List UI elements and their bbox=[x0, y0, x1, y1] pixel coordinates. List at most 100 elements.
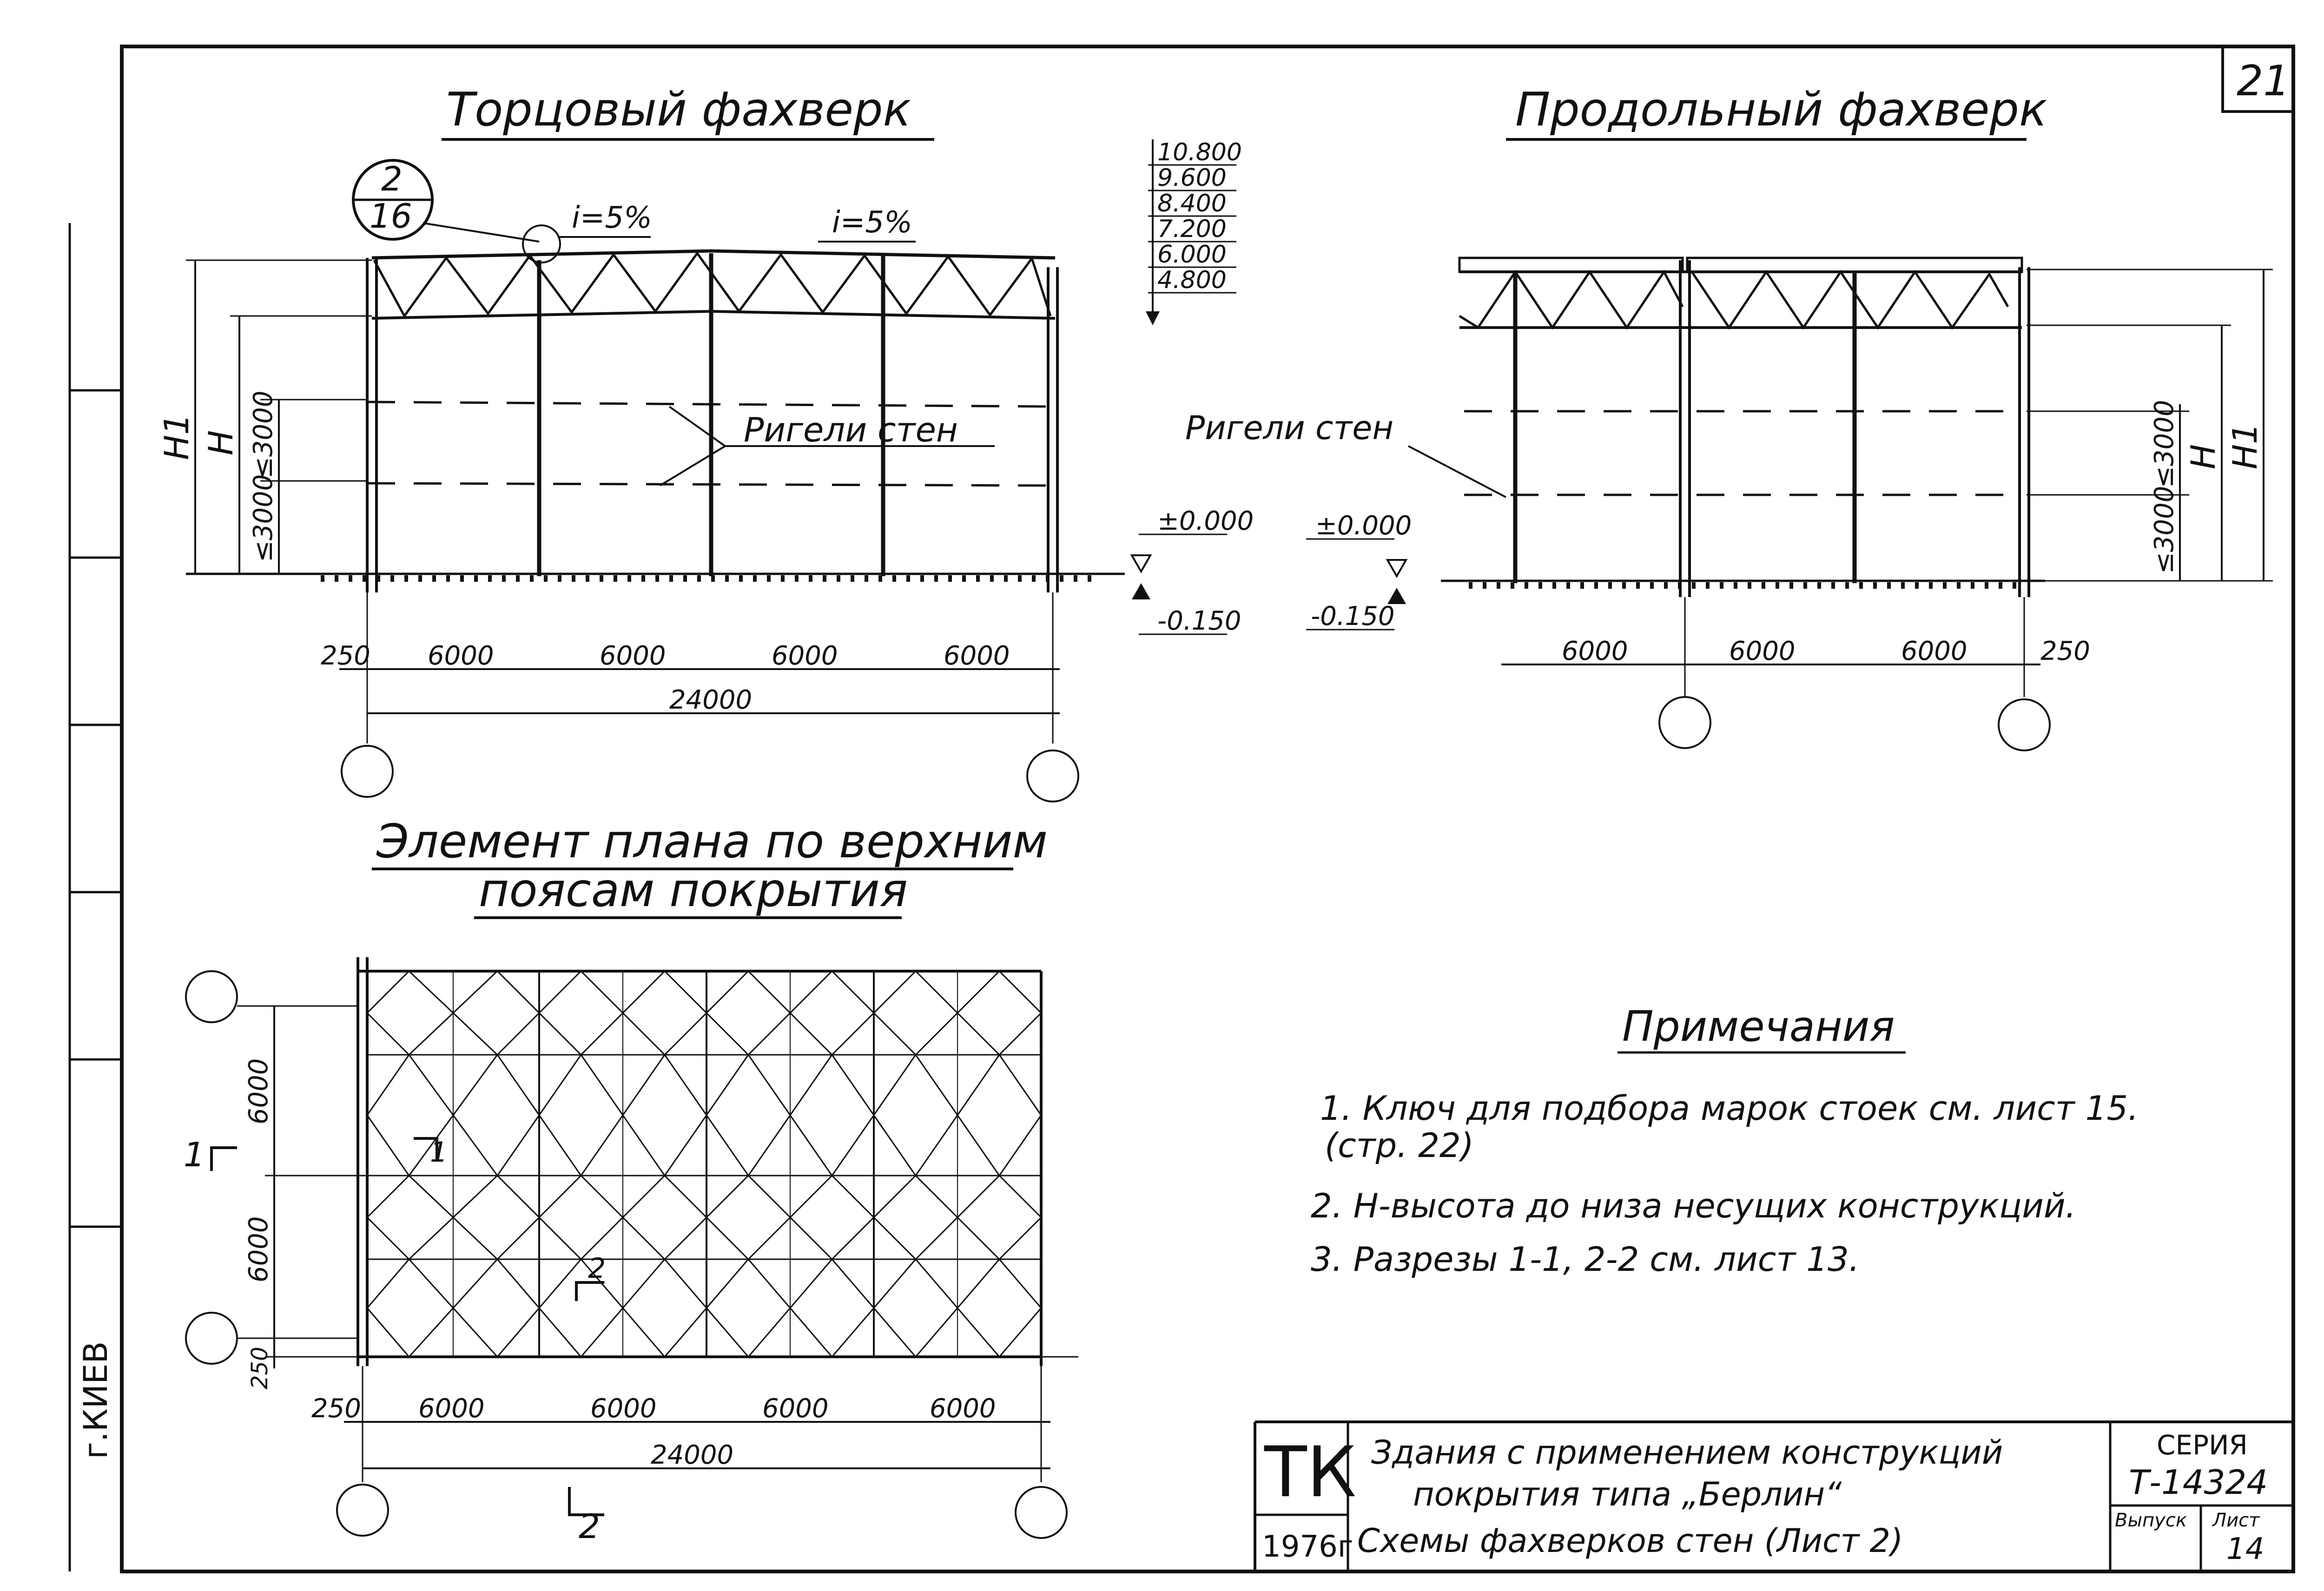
section-2-mark-bottom bbox=[568, 1487, 604, 1516]
plan-axis-bubble-top bbox=[185, 970, 238, 1023]
wall-girder-lower bbox=[367, 482, 1058, 487]
sheet-number: 21 bbox=[2237, 57, 2290, 105]
plan-diag-row3 bbox=[366, 1174, 1042, 1219]
level-item: 4.800 bbox=[1157, 266, 1227, 294]
long-truss-web-1 bbox=[1459, 270, 1684, 330]
plan-dim-span: 6000 bbox=[590, 1394, 657, 1424]
long-dim-h-label: H bbox=[2184, 444, 2223, 469]
title-year: 1976г bbox=[1262, 1530, 1353, 1564]
end-girders-leader-1 bbox=[668, 406, 726, 447]
plan-dim-span: 6000 bbox=[418, 1394, 485, 1424]
long-dim-span: 6000 bbox=[1901, 636, 1967, 666]
long-dim-3000-upper: ≤3000 bbox=[2149, 400, 2179, 488]
notes-title: Примечания bbox=[1622, 1002, 1895, 1051]
end-girders-label: Ригели стен bbox=[744, 410, 958, 449]
end-dim-span: 6000 bbox=[772, 641, 838, 671]
plan-diag-row1b bbox=[366, 1012, 1042, 1056]
long-axis-bubble-right bbox=[1998, 698, 2051, 751]
level-item: 7.200 bbox=[1157, 215, 1227, 243]
truss-bottom-chord bbox=[371, 309, 1056, 320]
level-item: 9.600 bbox=[1157, 164, 1227, 192]
long-level-minus-mark bbox=[1387, 588, 1406, 604]
long-axis-bubble-left bbox=[1658, 696, 1711, 749]
end-level-minus: -0.150 bbox=[1157, 606, 1241, 636]
slope-left: i=5% bbox=[572, 201, 652, 235]
section-1-label-right: 1 bbox=[430, 1136, 448, 1169]
long-dim-span: 6000 bbox=[1562, 636, 1628, 666]
section-1-mark-right bbox=[414, 1137, 438, 1159]
issue-label: Выпуск bbox=[2115, 1510, 2187, 1531]
section-2-label-bottom: 2 bbox=[579, 1507, 600, 1546]
end-axis-bubble-right bbox=[1026, 749, 1079, 802]
end-dim-span: 6000 bbox=[600, 641, 666, 671]
dim-3000-upper: ≤3000 bbox=[248, 391, 278, 479]
plan-diag-row4b bbox=[366, 1307, 1042, 1358]
truss-top-chord bbox=[371, 249, 1056, 260]
long-level-minus: -0.150 bbox=[1311, 601, 1395, 631]
node-leader bbox=[423, 222, 540, 243]
level-list: 10.800 9.600 8.400 7.200 6.000 4.800 bbox=[1146, 138, 1242, 325]
plan-axis-bubble-bottom bbox=[185, 1312, 238, 1365]
section-1-mark-left bbox=[210, 1146, 237, 1171]
sheet-value: 14 bbox=[2226, 1532, 2264, 1566]
title-line-2: покрытия типа „Берлин“ bbox=[1413, 1475, 1842, 1513]
end-dim-span: 6000 bbox=[428, 641, 494, 671]
note-item: (стр. 22) bbox=[1325, 1126, 1474, 1165]
level-item: 6.000 bbox=[1157, 241, 1227, 269]
node-callout-bottom: 16 bbox=[370, 197, 412, 236]
plan-diag-row3b bbox=[366, 1216, 1042, 1261]
plan-diag-row2 bbox=[366, 1053, 1042, 1117]
long-dim-h1-label: H1 bbox=[2225, 423, 2265, 469]
dim-3000-lower: ≤3000 bbox=[248, 474, 278, 562]
series-value: Т-14324 bbox=[2129, 1463, 2268, 1502]
title-line-3: Схемы фахверков стен (Лист 2) bbox=[1357, 1522, 1903, 1560]
plan-title-line2: поясам покрытия bbox=[479, 863, 908, 917]
dim-h1-label: H1 bbox=[157, 414, 196, 460]
plan-dim-total: 24000 bbox=[651, 1440, 733, 1470]
slope-right: i=5% bbox=[832, 205, 912, 240]
wall-girder-upper bbox=[367, 401, 1058, 408]
series-label: СЕРИЯ bbox=[2157, 1429, 2248, 1461]
long-girders-label: Ригели стен bbox=[1185, 409, 1393, 447]
plan-roof-grid bbox=[357, 957, 1043, 1366]
end-dim-total: 24000 bbox=[669, 685, 752, 715]
truss-web bbox=[373, 251, 1052, 318]
long-dim-3000-lower: ≤3000 bbox=[2149, 486, 2179, 574]
note-item: 3. Разрезы 1-1, 2-2 см. лист 13. bbox=[1311, 1240, 1860, 1279]
end-axis-bubble-left bbox=[341, 745, 394, 798]
sheet-label: Лист bbox=[2212, 1510, 2260, 1531]
end-level-zero: ±0.000 bbox=[1157, 506, 1254, 536]
long-dim-offset: 250 bbox=[2040, 636, 2090, 666]
long-framing-title: Продольный фахверк bbox=[1515, 82, 2047, 137]
level-list-arrow bbox=[1146, 311, 1160, 325]
plan-axis-bubble-left bbox=[336, 1484, 389, 1537]
note-item: 1. Ключ для подбора марок стоек см. лист… bbox=[1320, 1089, 2139, 1128]
plan-dim-span: 6000 bbox=[762, 1394, 829, 1424]
plan-dim-offset: 250 bbox=[311, 1394, 361, 1424]
plan-diag-row2b bbox=[366, 1114, 1042, 1177]
plan-diag-row4 bbox=[366, 1258, 1042, 1309]
plan-title-line1: Элемент плана по верхним bbox=[376, 814, 1048, 868]
long-level-zero-mark bbox=[1386, 559, 1408, 579]
long-roof-slab-2 bbox=[1686, 256, 2023, 273]
end-girders-leader-2 bbox=[659, 445, 726, 487]
end-level-minus-mark bbox=[1132, 583, 1150, 599]
title-block: ТК 1976г Здания с применением конструкци… bbox=[1254, 1420, 2293, 1571]
end-dim-offset: 250 bbox=[321, 641, 370, 671]
drawing-frame bbox=[120, 45, 2295, 1573]
plan-diag-row1 bbox=[366, 970, 1042, 1014]
section-1-label-left: 1 bbox=[184, 1135, 205, 1174]
sheet-number-box bbox=[2221, 45, 2295, 113]
node-callout-top: 2 bbox=[381, 159, 403, 198]
plan-dim-span: 6000 bbox=[930, 1394, 996, 1424]
end-dim-span: 6000 bbox=[944, 641, 1010, 671]
plan-vdim-2: 6000 bbox=[244, 1216, 274, 1282]
long-level-zero: ±0.000 bbox=[1315, 511, 1412, 541]
level-item: 8.400 bbox=[1157, 190, 1227, 217]
level-item: 10.800 bbox=[1157, 138, 1242, 166]
section-2-mark-mid bbox=[575, 1281, 604, 1301]
title-line-1: Здания с применением конструкций bbox=[1371, 1433, 2003, 1472]
long-truss-web-2 bbox=[1690, 270, 2009, 330]
section-2-label-mid: 2 bbox=[588, 1252, 606, 1285]
